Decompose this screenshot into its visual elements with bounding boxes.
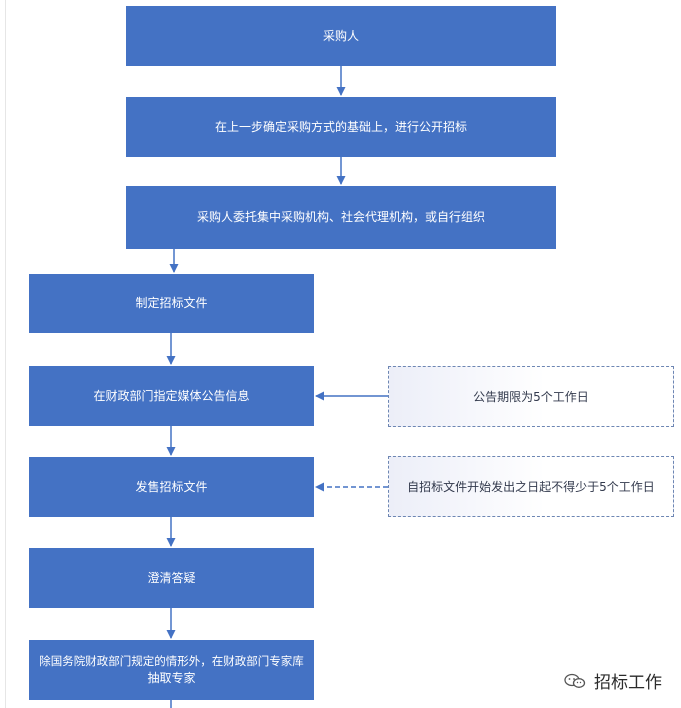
watermark-text: 招标工作 — [594, 673, 662, 693]
note-label: 公告期限为5个工作日 — [473, 390, 589, 404]
flow-step-announce: 在财政部门指定媒体公告信息 — [29, 366, 314, 426]
flow-step-label: 采购人 — [322, 28, 359, 43]
watermark: 招标工作 — [564, 668, 662, 693]
flow-step-label: 采购人委托集中采购机构、社会代理机构，或自行组织 — [196, 210, 485, 224]
note-announcement-period: 公告期限为5个工作日 — [388, 366, 674, 427]
flow-step-label: 在上一步确定采购方式的基础上，进行公开招标 — [214, 119, 467, 134]
flow-step-clarification: 澄清答疑 — [29, 548, 314, 608]
flow-step-sell-documents: 发售招标文件 — [29, 457, 314, 517]
flow-step-label: 制定招标文件 — [135, 296, 208, 310]
flow-step-purchaser: 采购人 — [126, 6, 556, 66]
flow-step-label: 澄清答疑 — [147, 570, 196, 585]
flow-step-select-experts: 除国务院财政部门规定的情形外，在财政部门专家库 抽取专家 — [29, 640, 314, 700]
flow-step-label-line1: 除国务院财政部门规定的情形外，在财政部门专家库 — [39, 654, 304, 668]
note-sale-period: 自招标文件开始发出之日起不得少于5个工作日 — [388, 456, 674, 517]
note-label: 自招标文件开始发出之日起不得少于5个工作日 — [407, 480, 655, 494]
flow-step-public-tender: 在上一步确定采购方式的基础上，进行公开招标 — [126, 97, 556, 157]
flow-step-label: 发售招标文件 — [135, 479, 208, 494]
page-border — [0, 0, 6, 708]
flow-step-organizer: 采购人委托集中采购机构、社会代理机构，或自行组织 — [126, 186, 556, 249]
flow-step-label: 在财政部门指定媒体公告信息 — [93, 388, 250, 403]
flow-step-label-line2: 抽取专家 — [147, 671, 196, 685]
wechat-icon — [564, 673, 586, 688]
flow-step-prepare-documents: 制定招标文件 — [29, 274, 314, 333]
